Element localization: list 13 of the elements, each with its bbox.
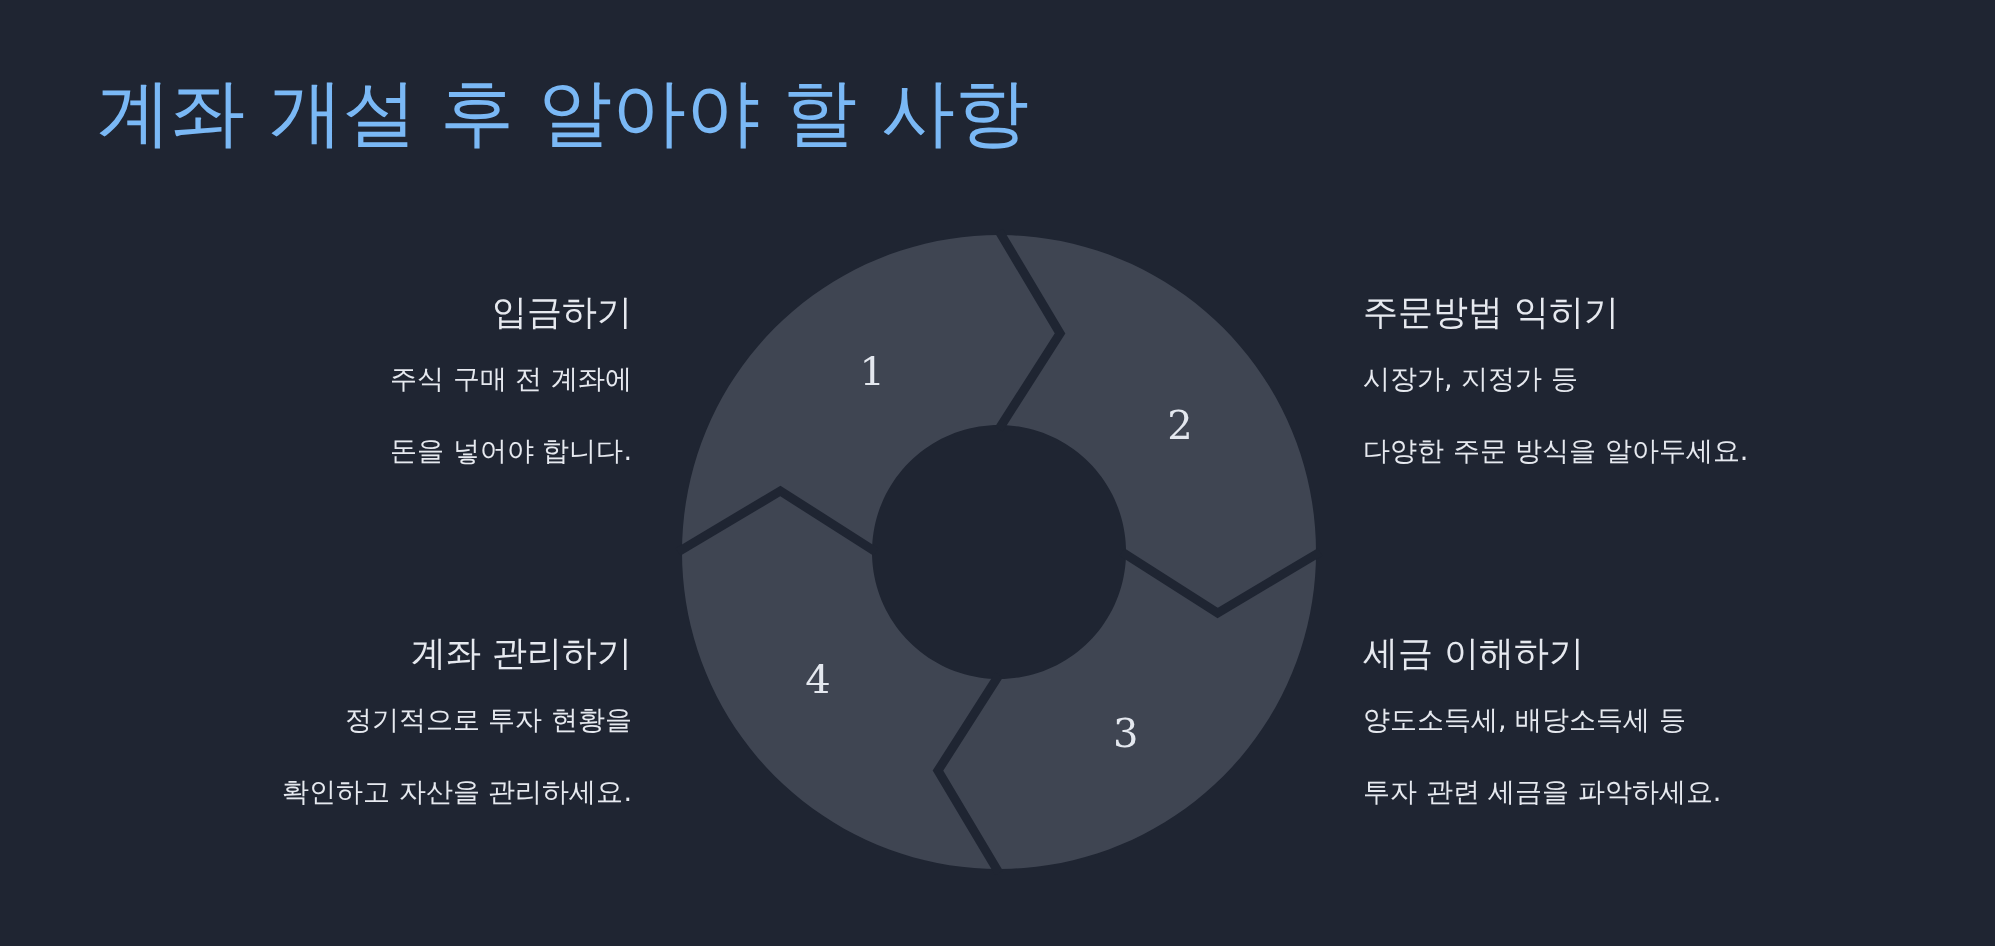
step-heading: 세금 이해하기 [1363,632,1585,675]
step-number: 2 [1167,402,1193,449]
step-heading: 계좌 관리하기 [410,632,632,675]
step-description: 시장가, 지정가 등 다양한 주문 방식을 알아두세요. [1363,362,1749,468]
step-description: 정기적으로 투자 현황을 확인하고 자산을 관리하세요. [282,703,632,809]
step-heading: 입금하기 [492,291,632,334]
step-number: 1 [859,347,885,394]
step-heading: 주문방법 익히기 [1363,291,1620,334]
step-number: 4 [805,655,831,702]
step-number: 3 [1113,710,1139,757]
step-description: 주식 구매 전 계좌에 돈을 넣어야 합니다. [390,362,632,468]
step-description: 양도소득세, 배당소득세 등 투자 관련 세금을 파악하세요. [1363,703,1722,809]
title: 계좌 개설 후 알아야 할 사항 [97,72,1029,154]
